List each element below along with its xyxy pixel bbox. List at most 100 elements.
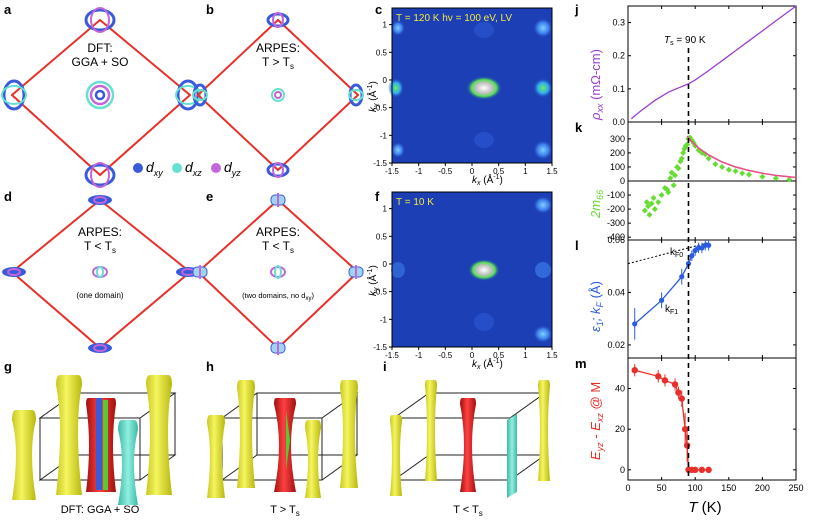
data-point [683,442,691,449]
panel-h-caption: T > Ts [270,504,300,518]
panel-a-line1: DFT: [87,41,112,55]
panel-letter-d: d [4,189,12,204]
pocket-bottom [88,343,112,353]
legend-dot-dxy [133,163,143,173]
data-point [659,297,665,303]
panel-letter-m: m [575,356,587,371]
y-tick-label: 0 [620,176,625,186]
y-tick-label: 1 [383,205,388,214]
data-point [665,189,672,196]
pocket-left [192,83,208,107]
data-point [655,373,662,380]
panel-e: ARPES: T < Ts (two domains, no dxy) [192,193,364,355]
y-tick-label: 1 [383,21,388,30]
yellow-pocket-left [207,415,225,498]
svg-text:dyz: dyz [224,159,241,178]
panel-f-title: T = 10 K [396,197,434,208]
kf1-label: kF1 [665,304,678,316]
x-tick-label: 1.5 [546,167,558,176]
panel-e-line2: T < Ts [262,239,294,255]
splitting-curve [634,369,709,471]
yellow-pocket-right [146,375,172,495]
yellow-pocket-right [340,380,358,488]
data-point [645,203,652,210]
y-tick-label: 0.06 [607,235,625,245]
legend-item-dxz: dxz [172,159,202,178]
data-point [712,161,719,168]
panel-i-caption: T < Ts [453,504,483,518]
x-tick-label: 250 [788,483,803,493]
data-point [672,172,679,179]
brillouin-zone-frame [196,18,360,172]
orbital-legend: dxy dxz dyz [133,159,241,178]
y-tick-label: 20 [615,424,625,434]
yellow-pocket-back [237,380,255,488]
data-point [698,466,706,474]
brillouin-zone-frame [10,18,192,177]
data-point [786,176,793,183]
y-tick-label: 0 [383,260,388,269]
pocket-right [348,83,364,107]
pocket-center [270,265,286,279]
panel-letter-i: i [383,359,387,374]
green-pocket [286,410,290,470]
y-tick-label: 0.2 [612,51,625,61]
data-point [689,253,695,259]
plot-frame [627,357,797,481]
data-point [632,321,638,327]
data-point [670,182,677,189]
y-tick-label: -1.5 [373,343,387,352]
data-point [671,381,679,388]
pocket-left [1,79,27,111]
plot-frame [627,5,797,123]
legend-item-dyz: dyz [211,159,241,178]
chart-k-ylabel: 2m66 [588,190,605,219]
panel-d-note: (one domain) [76,291,123,300]
panel-c-title: T = 120 K hv = 100 eV, LV [396,13,512,24]
kf0-label: kF0 [670,247,683,259]
pocket-center [271,88,285,102]
data-point [631,367,638,374]
pocket-right [348,265,364,279]
data-point [678,155,685,162]
chart-j-ylabel: ρxx (mΩ-cm) [588,49,605,121]
data-point [658,192,665,199]
x-tick-label: -0.5 [438,167,452,176]
pocket-top [88,195,112,205]
data-point [651,206,658,213]
panel-e-note: (two domains, no dxy) [242,291,314,302]
data-point [667,175,674,182]
data-point [772,175,779,182]
x-tick-label: 100 [688,483,703,493]
panel-a: DFT: GGA + SO [1,7,201,188]
x-tick-label: -1 [415,167,423,176]
y-tick-label: -100 [607,190,625,200]
red-pocket [274,398,296,492]
x-tick-label: 0 [470,167,475,176]
x-tick-label: 0.5 [493,167,505,176]
panel-letter-g: g [4,359,12,374]
panel-letter-j: j [574,2,579,17]
data-point [705,155,712,162]
data-point [668,169,675,176]
x-tick-label: 0 [470,351,475,360]
x-tick-label: -1 [415,351,423,360]
pocket-top [84,7,116,33]
panel-letter-a: a [4,2,12,17]
pocket-top [270,193,286,207]
y-tick-label: 0 [383,76,388,85]
data-point [719,163,726,170]
y-tick-label: 0 [620,465,625,475]
panel-b-line2: T > Ts [262,55,294,71]
y-tick-label: -200 [607,204,625,214]
x-tick-label: -1.5 [385,351,399,360]
legend-dot-dyz [211,163,221,173]
data-point [650,194,657,201]
legend-item-dxy: dxy [133,159,163,178]
panel-e-line1: ARPES: [256,225,300,239]
data-point [759,173,766,180]
y-tick-label: -1.5 [373,159,387,168]
panel-letter-l: l [575,238,579,253]
